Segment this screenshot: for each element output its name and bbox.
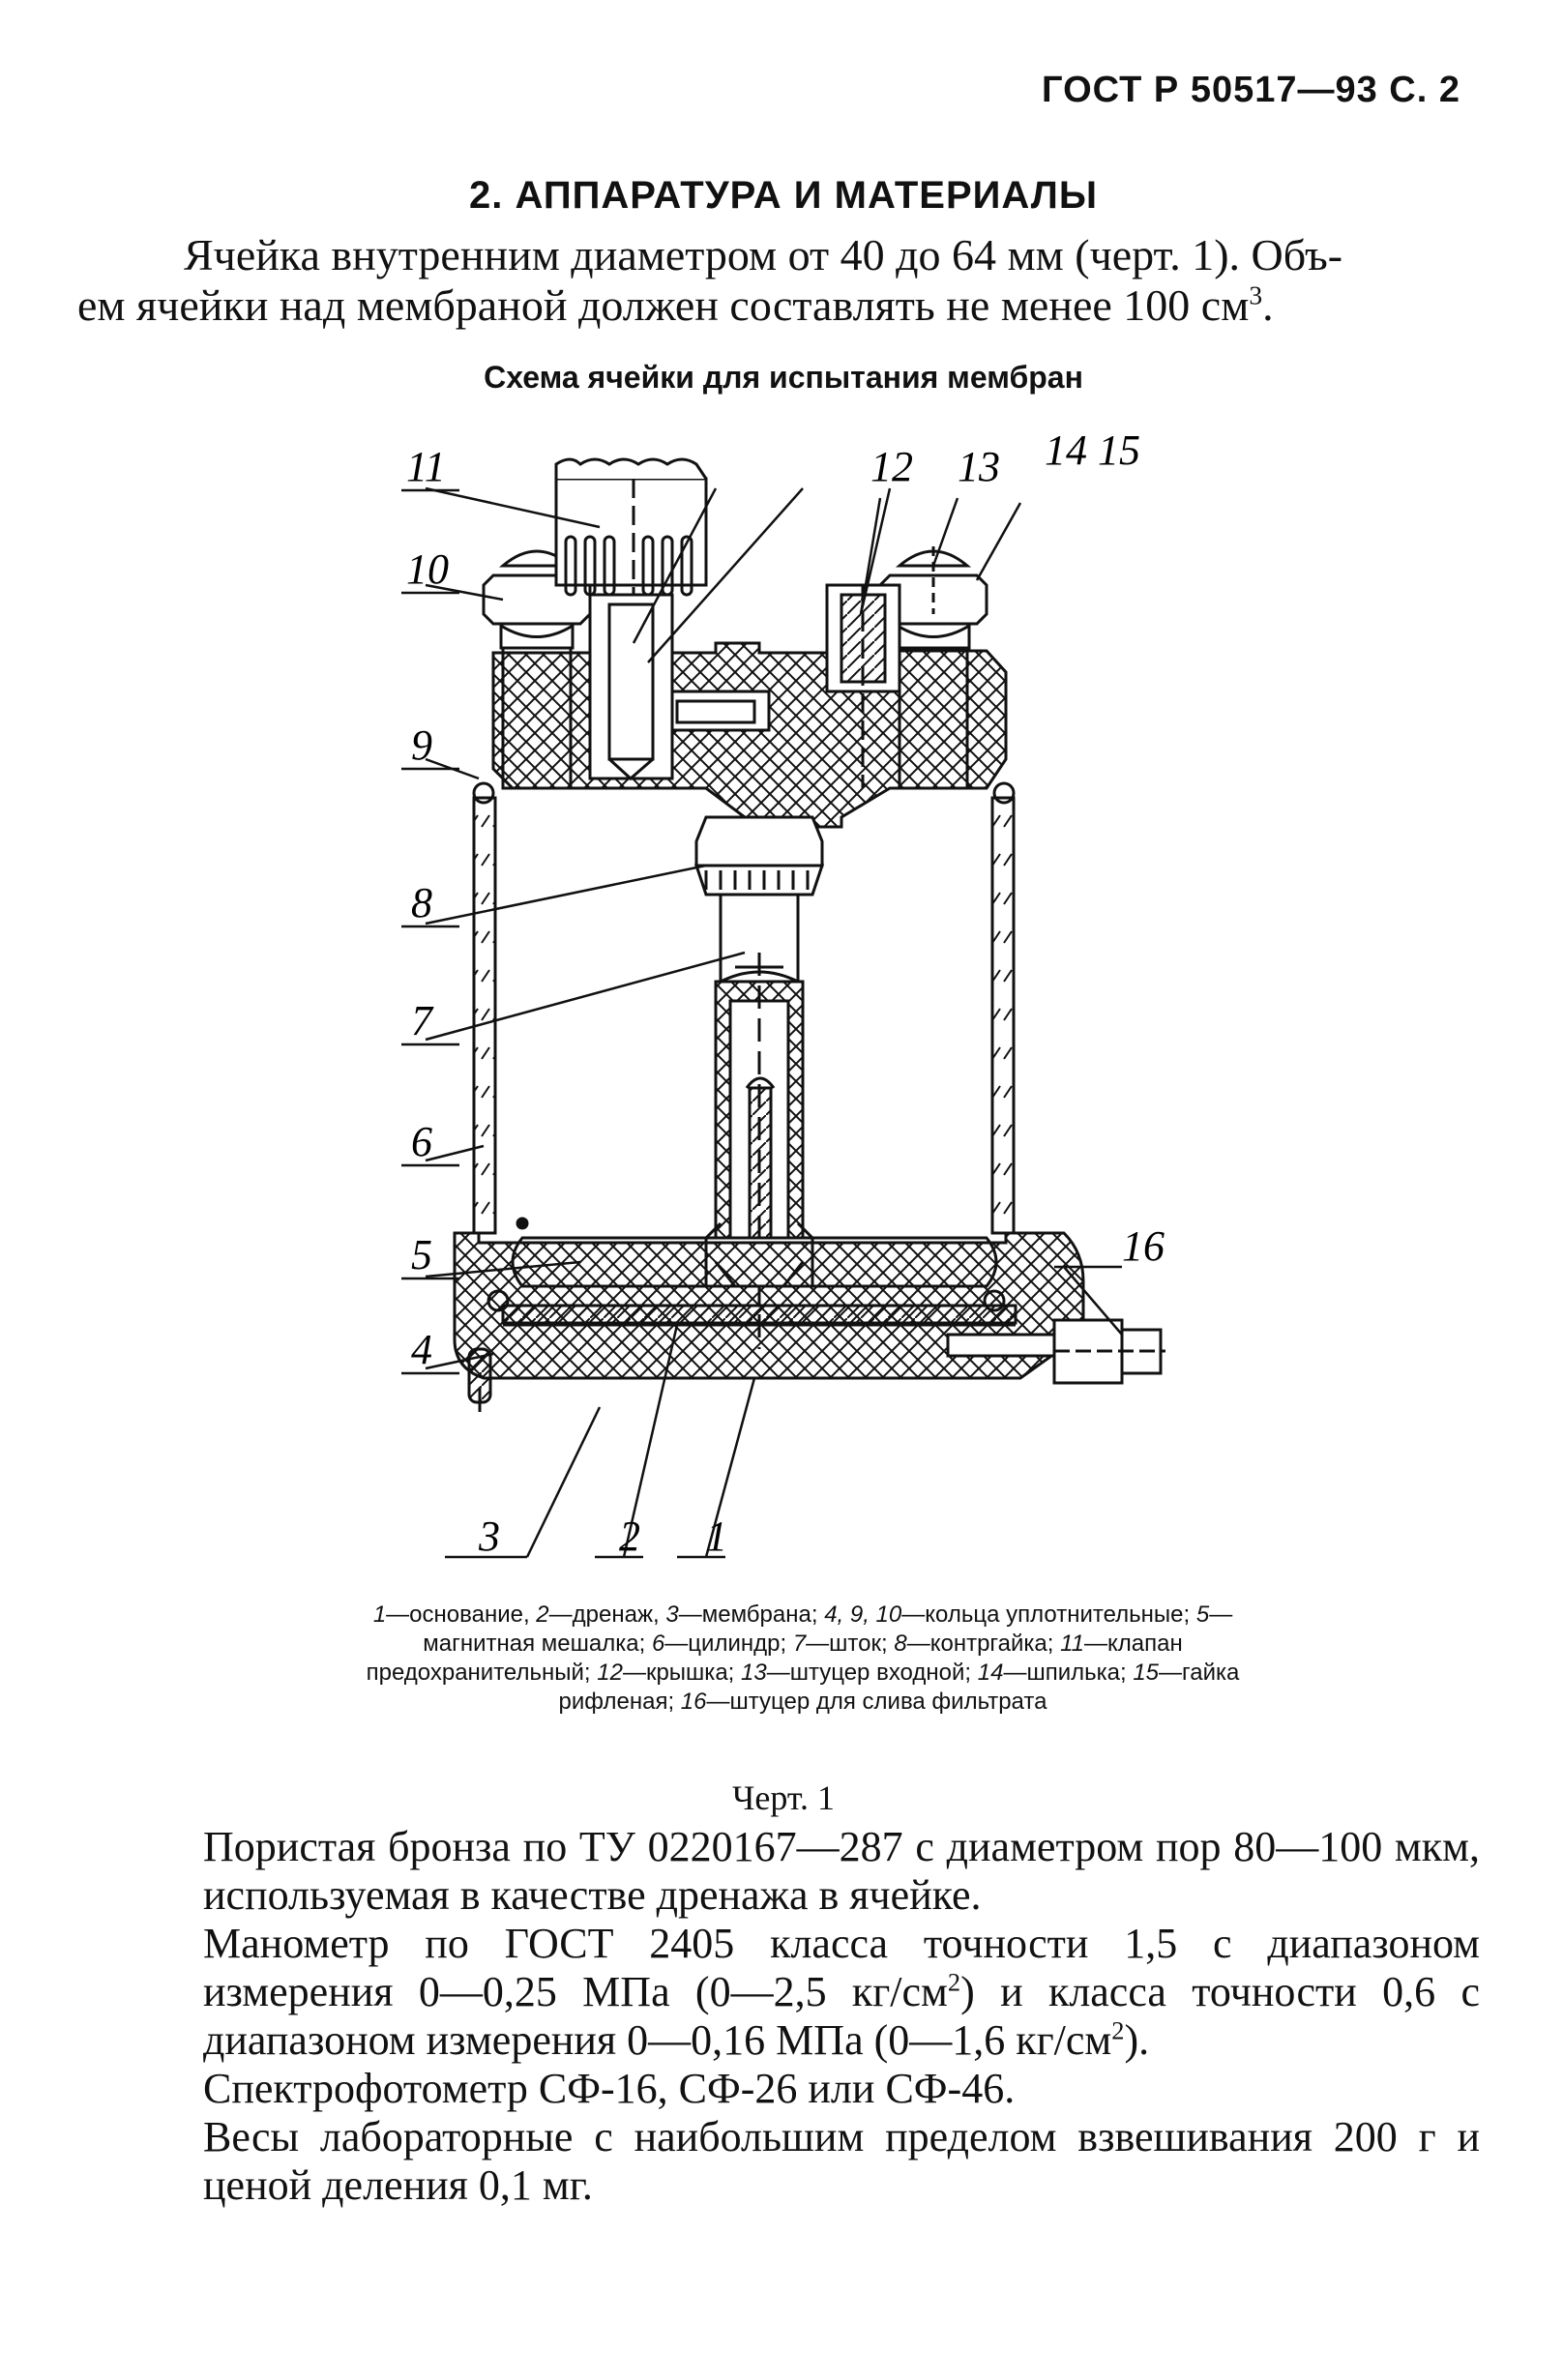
- intro-line-2-text: ем ячейки над мембраной должен составлят…: [77, 280, 1250, 330]
- label-14-15: 14 15: [1045, 426, 1140, 474]
- legend-text: —штуцер входной;: [766, 1660, 978, 1686]
- label-11: 11: [406, 443, 446, 490]
- intro-line-2: ем ячейки над мембраной должен составлят…: [77, 280, 1470, 331]
- label-5: 5: [411, 1231, 432, 1278]
- legend-text: —штуцер для слива фильтрата: [706, 1689, 1047, 1715]
- legend-number: 1: [372, 1601, 387, 1628]
- legend-number: 5: [1195, 1601, 1210, 1628]
- label-2: 2: [619, 1513, 640, 1560]
- label-6: 6: [411, 1118, 432, 1165]
- label-9: 9: [411, 721, 432, 769]
- legend-text: —дренаж,: [548, 1601, 666, 1628]
- legend-number: 3: [665, 1601, 679, 1628]
- legend-number: 12: [597, 1660, 623, 1686]
- figure-legend: 1—основание, 2—дренаж, 3—мембрана; 4, 9,…: [329, 1601, 1277, 1717]
- legend-text: —гайка рифленая;: [558, 1660, 1240, 1715]
- legend-number: 4, 9, 10: [824, 1601, 902, 1628]
- legend-text: —шток;: [806, 1631, 895, 1657]
- label-10: 10: [406, 545, 449, 593]
- cell-schematic-drawing: 11 10 9 8 7 6 5 4 12 13 14 15 16 3 2 1: [401, 426, 1165, 1560]
- intro-superscript: 3: [1249, 279, 1263, 310]
- legend-text: —кольца уплотнительные;: [901, 1601, 1196, 1628]
- legend-number: 14: [977, 1660, 1004, 1686]
- label-4: 4: [411, 1326, 432, 1373]
- paragraph-spectrophotometer: Спектрофотометр СФ-16, СФ-26 или СФ-46.: [203, 2065, 1016, 2112]
- label-16: 16: [1122, 1222, 1165, 1270]
- legend-text: —крышка;: [622, 1660, 742, 1686]
- manometer-text-c: ).: [1124, 2016, 1150, 2064]
- legend-text: —шпилька;: [1003, 1660, 1134, 1686]
- paragraph-bronze: Пористая бронза по ТУ 0220167—287 с диам…: [203, 1823, 1480, 1919]
- manometer-sup-2: 2: [1111, 2015, 1125, 2045]
- label-1: 1: [706, 1513, 727, 1560]
- figure-caption: Черт. 1: [732, 1778, 835, 1817]
- legend-text: —контргайка;: [906, 1631, 1061, 1657]
- legend-text: —магнитная мешалка;: [423, 1601, 1233, 1657]
- legend-text: —основание,: [386, 1601, 537, 1628]
- paragraph-manometer: Манометр по ГОСТ 2405 класса точности 1,…: [203, 1920, 1480, 2065]
- legend-number: 2: [536, 1601, 549, 1628]
- legend-text: —клапан предохранительный;: [366, 1631, 1183, 1686]
- legend-number: 15: [1133, 1660, 1160, 1686]
- label-12: 12: [870, 443, 913, 490]
- legend-number: 11: [1060, 1631, 1085, 1657]
- running-head: ГОСТ Р 50517—93 С. 2: [1042, 70, 1460, 110]
- manometer-sup-1: 2: [947, 1967, 961, 1997]
- manometer-text-b: ) и класса точности 0,6 с диапазоном изм…: [203, 1968, 1480, 2064]
- legend-number: 16: [680, 1689, 707, 1715]
- label-7: 7: [411, 997, 434, 1044]
- intro-paragraph: Ячейка внутренним диаметром от 40 до 64 …: [77, 230, 1470, 331]
- legend-number: 6: [651, 1631, 665, 1657]
- body-text: Пористая бронза по ТУ 0220167—287 с диам…: [203, 1823, 1480, 2210]
- legend-number: 8: [894, 1631, 907, 1657]
- figure-title: Схема ячейки для испытания мембран: [484, 360, 1083, 395]
- manometer-text-a: Манометр по ГОСТ 2405 класса точности 1,…: [203, 1920, 1480, 2015]
- paragraph-scales: Весы лабораторные с наибольшим пределом …: [203, 2113, 1480, 2209]
- label-13: 13: [958, 443, 1000, 490]
- intro-line-2-end: .: [1262, 280, 1274, 330]
- legend-number: 7: [792, 1631, 807, 1657]
- intro-line-1: Ячейка внутренним диаметром от 40 до 64 …: [184, 230, 1343, 279]
- section-title: 2. АППАРАТУРА И МАТЕРИАЛЫ: [469, 174, 1098, 217]
- label-3: 3: [478, 1513, 500, 1560]
- legend-text: —цилиндр;: [664, 1631, 793, 1657]
- legend-text: —мембрана;: [678, 1601, 825, 1628]
- legend-number: 13: [741, 1660, 767, 1686]
- label-8: 8: [411, 879, 432, 926]
